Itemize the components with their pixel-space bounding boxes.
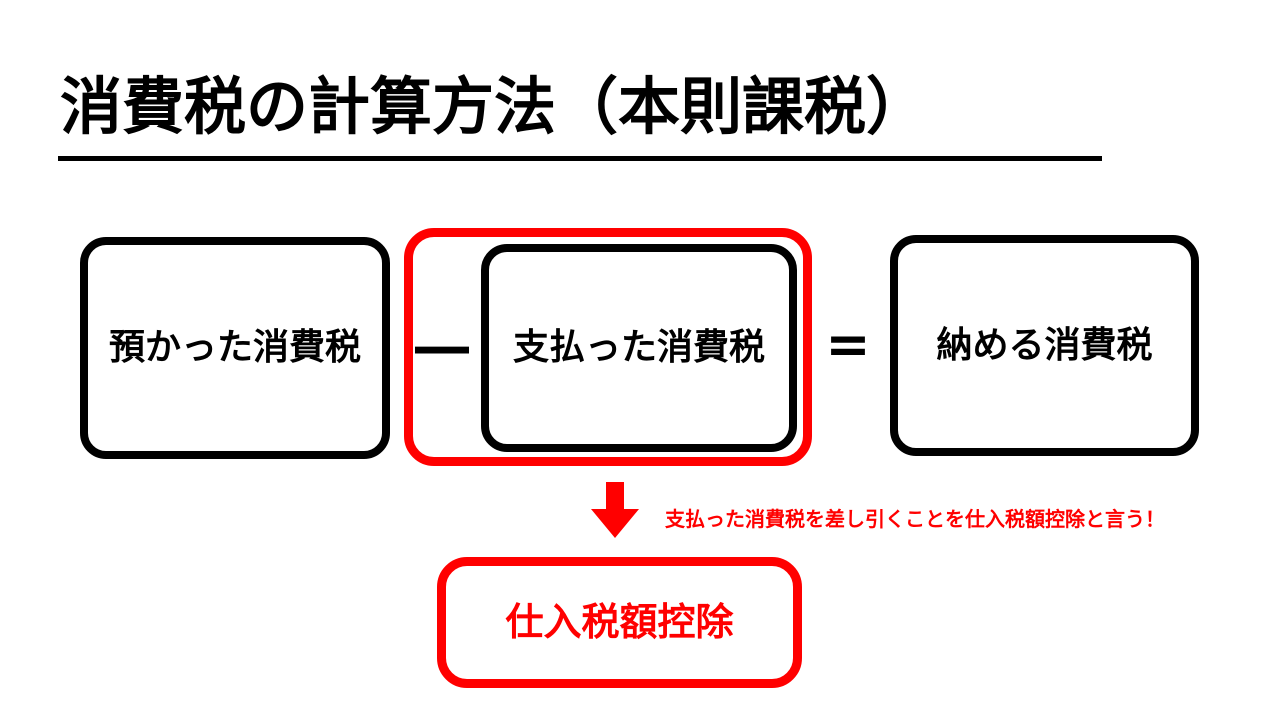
box-consumption-tax-paid: 支払った消費税: [481, 244, 797, 452]
operator-equals: =: [825, 313, 871, 376]
box-consumption-tax-payable-label: 納める消費税: [936, 324, 1153, 366]
down-arrow-icon: [591, 482, 639, 538]
annotation-text: 支払った消費税を差し引くことを仕入税額控除と言う！: [665, 507, 1165, 531]
title-underline: [58, 156, 1102, 161]
operator-minus: ―: [415, 315, 469, 378]
box-consumption-tax-received-label: 預かった消費税: [108, 327, 361, 369]
box-consumption-tax-received: 預かった消費税: [80, 237, 390, 459]
page-title: 消費税の計算方法（本則課税）: [60, 70, 929, 143]
box-consumption-tax-payable: 納める消費税: [890, 235, 1199, 456]
box-consumption-tax-paid-label: 支払った消費税: [512, 327, 765, 369]
box-input-tax-credit-label: 仕入税額控除: [505, 599, 734, 644]
box-input-tax-credit: 仕入税額控除: [437, 557, 802, 688]
